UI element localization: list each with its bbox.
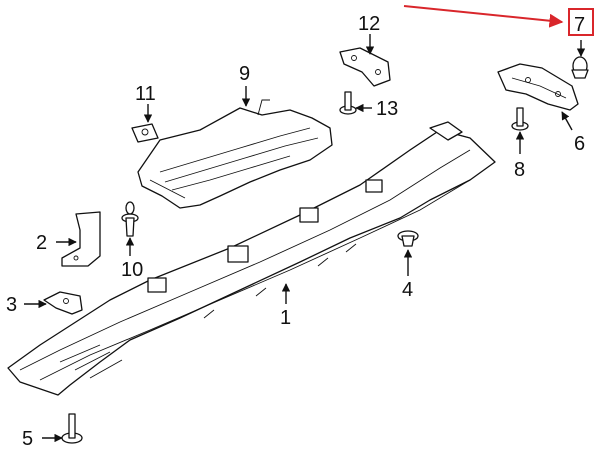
callout-5: 5	[22, 428, 33, 450]
push-pin-part-8	[511, 107, 529, 131]
highlight-arrow	[403, 5, 564, 28]
callout-7: 7	[574, 14, 585, 36]
callout-13: 13	[376, 98, 398, 120]
callout-1: 1	[280, 307, 291, 329]
callout-12: 12	[358, 13, 380, 35]
leader-lines	[24, 34, 586, 443]
push-pin-part-10	[121, 201, 139, 237]
highlight-box	[568, 8, 594, 36]
callout-3: 3	[6, 294, 17, 316]
callout-11: 11	[135, 83, 156, 105]
clip-part-7	[571, 56, 589, 79]
bracket-part-6	[497, 63, 579, 111]
callout-4: 4	[402, 279, 413, 301]
clip-part-3	[43, 291, 83, 315]
upper-shield-part	[137, 99, 333, 209]
callout-9: 9	[239, 63, 250, 85]
push-pin-part-13	[339, 91, 357, 115]
bolt-part-5	[61, 413, 83, 444]
nut-part-11	[131, 123, 159, 143]
bracket-part-12	[339, 47, 391, 87]
clip-part-4	[397, 230, 419, 247]
callout-8: 8	[514, 159, 525, 181]
callout-6: 6	[574, 133, 585, 155]
underbody-shield-part	[7, 121, 496, 396]
callout-10: 10	[121, 259, 143, 281]
bracket-part-2	[61, 211, 101, 267]
callout-2: 2	[36, 232, 47, 254]
